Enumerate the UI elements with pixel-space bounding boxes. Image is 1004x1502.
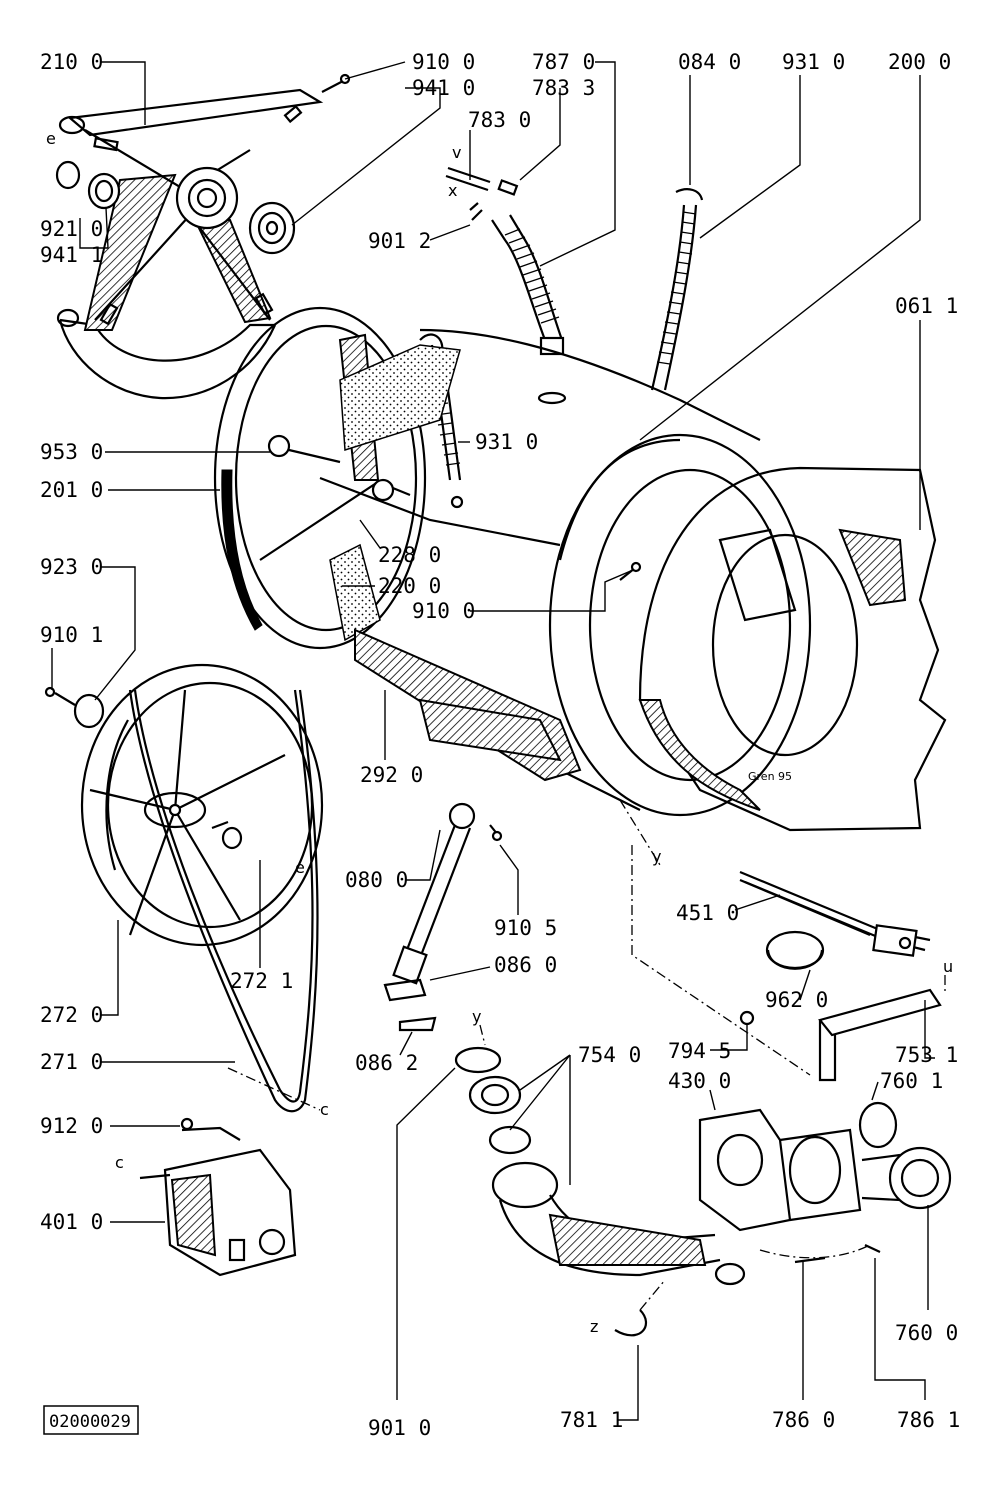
- callout-787-0: 787 0: [532, 50, 595, 74]
- outer-tub-part: [329, 328, 812, 817]
- callout-912-0: 912 0: [40, 1114, 103, 1138]
- leader-lines: [51, 61, 946, 1421]
- ref-letter-y-hose: y: [472, 1007, 481, 1026]
- callout-781-1: 781 1: [560, 1408, 623, 1432]
- drive-belt-part: [128, 689, 319, 1113]
- ref-letter-x: x: [448, 181, 457, 200]
- callout-910-5: 910 5: [494, 916, 557, 940]
- motor-part: [139, 1117, 297, 1277]
- callout-794-5: 794 5: [668, 1039, 731, 1063]
- callout-910-0-top: 910 0: [412, 50, 475, 74]
- callout-962-0: 962 0: [765, 988, 828, 1012]
- callout-228-0: 228 0: [378, 543, 441, 567]
- callout-272-1: 272 1: [230, 969, 293, 993]
- callout-451-0: 451 0: [676, 901, 739, 925]
- reference-letters: e v x y e c y u c z: [46, 129, 953, 1336]
- callout-753-1: 753 1: [895, 1043, 958, 1067]
- callout-200-0: 200 0: [888, 50, 951, 74]
- callout-080-0: 080 0: [345, 868, 408, 892]
- drum-pulley-part: [44, 663, 324, 947]
- callout-923-0: 923 0: [40, 555, 103, 579]
- callout-401-0: 401 0: [40, 1210, 103, 1234]
- callout-labels: 210 0 910 0 941 0 787 0 783 3 783 0 084 …: [40, 50, 960, 1440]
- callout-430-0: 430 0: [668, 1069, 731, 1093]
- callout-786-1: 786 1: [897, 1408, 960, 1432]
- callout-901-2: 901 2: [368, 229, 431, 253]
- callout-783-3: 783 3: [532, 76, 595, 100]
- shock-absorber-part: [383, 802, 503, 1032]
- callout-941-1: 941 1: [40, 243, 103, 267]
- callout-760-0: 760 0: [895, 1321, 958, 1345]
- callout-271-0: 271 0: [40, 1050, 103, 1074]
- callout-084-0: 084 0: [678, 50, 741, 74]
- callout-201-0: 201 0: [40, 478, 103, 502]
- ref-letter-c-motor: c: [115, 1153, 124, 1172]
- signature-text: Gren 95: [748, 770, 792, 783]
- callout-760-1: 760 1: [880, 1069, 943, 1093]
- callout-910-0-mid: 910 0: [412, 599, 475, 623]
- drawing-reference-box: 02000029: [43, 1405, 139, 1435]
- callout-061-1: 061 1: [895, 294, 958, 318]
- callout-901-0: 901 0: [368, 1416, 431, 1440]
- callout-910-1: 910 1: [40, 623, 103, 647]
- ref-letter-e-top: e: [46, 129, 56, 148]
- ref-letter-c-belt: c: [320, 1100, 329, 1119]
- callout-953-0: 953 0: [40, 440, 103, 464]
- callout-272-0: 272 0: [40, 1003, 103, 1027]
- ref-letter-y-mid: y: [652, 847, 661, 866]
- bearing-and-circlip-parts: [55, 73, 351, 255]
- front-counterweight-part: Gren 95: [638, 466, 947, 832]
- ref-letter-u: u: [943, 957, 953, 976]
- callout-941-0: 941 0: [412, 76, 475, 100]
- callout-931-0-top: 931 0: [782, 50, 845, 74]
- callout-086-0: 086 0: [494, 953, 557, 977]
- sump-hose-part: [454, 1046, 746, 1286]
- callout-783-0: 783 0: [468, 108, 531, 132]
- ref-letter-z: z: [590, 1317, 598, 1336]
- detergent-hose-part: [445, 166, 567, 405]
- callout-754-0: 754 0: [578, 1043, 641, 1067]
- drawing-reference-number: 02000029: [49, 1412, 131, 1432]
- callout-292-0: 292 0: [360, 763, 423, 787]
- suspension-spring-part-084: [650, 188, 704, 391]
- ref-letter-e-pulley: e: [295, 858, 305, 877]
- rear-cross-bracket-part: [56, 88, 324, 400]
- callout-086-2: 086 2: [355, 1051, 418, 1075]
- drain-pump-part: [698, 1101, 952, 1264]
- heater-element-part: [631, 845, 942, 1082]
- callout-210-0: 210 0: [40, 50, 103, 74]
- callout-921-0: 921 0: [40, 217, 103, 241]
- callout-931-0-mid: 931 0: [475, 430, 538, 454]
- drain-hose-part-781: [614, 1279, 666, 1337]
- callout-220-0: 220 0: [378, 574, 441, 598]
- callout-786-0: 786 0: [772, 1408, 835, 1432]
- ref-letter-v: v: [452, 143, 461, 162]
